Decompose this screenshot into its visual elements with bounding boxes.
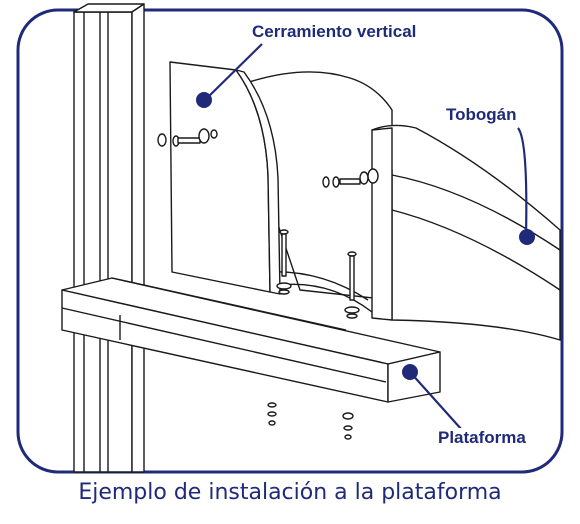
callout-dots: [196, 92, 535, 380]
callout-plataforma: Plataforma: [436, 428, 528, 448]
dot-plataforma: [402, 364, 418, 380]
callout-cerramiento-vertical: Cerramiento vertical: [250, 22, 419, 42]
leader-cerramiento: [204, 43, 263, 101]
dot-cerramiento: [196, 92, 212, 108]
vertical-enclosure-panel: [169, 61, 281, 295]
leader-tobogan: [517, 127, 528, 237]
caption: Ejemplo de instalación a la plataforma: [78, 480, 502, 505]
post: [73, 3, 145, 473]
dot-tobogan: [519, 229, 535, 245]
line-drawing: [61, 3, 561, 473]
bolts: [157, 128, 379, 440]
callout-leaders: [204, 43, 528, 431]
leader-plataforma: [409, 371, 463, 431]
callout-tobogan: Tobogán: [444, 105, 519, 125]
